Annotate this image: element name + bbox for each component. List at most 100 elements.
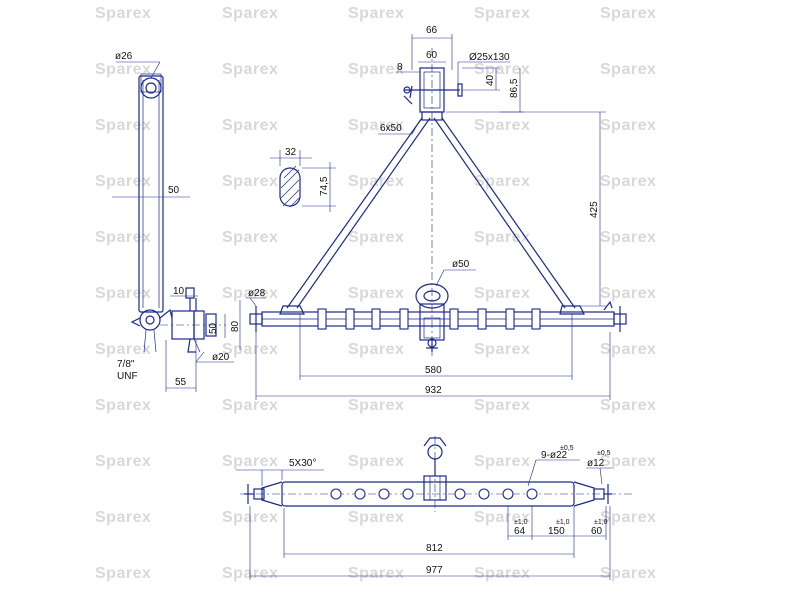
watermark-text: Sparex xyxy=(600,509,656,526)
label-h40: 40 xyxy=(485,74,496,86)
watermark-text: Sparex xyxy=(600,229,656,246)
label-h425: 425 xyxy=(589,201,600,218)
watermark-text: Sparex xyxy=(474,117,530,134)
watermark-text: Sparex xyxy=(474,5,530,22)
label-w60b: 60 xyxy=(591,526,603,537)
dim-w66: 66 xyxy=(411,25,453,70)
watermark-text: Sparex xyxy=(474,229,530,246)
cross-bar-front xyxy=(240,436,632,512)
bar-hole xyxy=(354,488,366,500)
bar-hole-boss xyxy=(531,308,541,330)
label-d20: ø20 xyxy=(212,352,230,363)
dim-h425: 425 xyxy=(446,111,606,307)
watermark-text: Sparex xyxy=(474,565,530,582)
label-6x50: 6x50 xyxy=(380,123,402,134)
label-holes: 9-ø22 xyxy=(541,450,568,461)
label-w8: 8 xyxy=(397,62,403,73)
watermark-text: Sparex xyxy=(95,397,151,414)
watermark-text: Sparex xyxy=(474,341,530,358)
dim-w580: 580 xyxy=(299,314,573,380)
dim-w977: 977 xyxy=(249,506,611,580)
label-w64: 64 xyxy=(514,526,526,537)
dim-w10: 10 xyxy=(170,286,198,297)
watermark-text: Sparex xyxy=(600,5,656,22)
watermark-text: Sparex xyxy=(600,117,656,134)
bar-hole-boss xyxy=(345,308,355,330)
watermark-text: Sparex xyxy=(95,509,151,526)
label-d12-tol: ±0,5 xyxy=(597,450,611,457)
label-tol2: ±1,0 xyxy=(556,519,570,526)
label-chamfer: 5X30° xyxy=(289,458,316,469)
label-h50b: 50 xyxy=(208,322,219,334)
label-w32: 32 xyxy=(285,147,297,158)
label-d50: ø50 xyxy=(452,259,470,270)
watermark-text: Sparex xyxy=(222,453,278,470)
label-thread-1: 7/8" xyxy=(117,359,135,370)
bar-hole-boss xyxy=(449,308,459,330)
watermark-text: Sparex xyxy=(222,397,278,414)
bar-hole xyxy=(526,488,538,500)
label-w10: 10 xyxy=(173,286,185,297)
dim-w932: 932 xyxy=(255,332,611,400)
dim-w8: 8 xyxy=(396,62,420,73)
cross-bar-holes xyxy=(317,308,541,330)
label-h865: 86,5 xyxy=(509,78,520,98)
watermark-text: Sparex xyxy=(474,509,530,526)
label-w932: 932 xyxy=(425,385,442,396)
watermark-text: Sparex xyxy=(348,5,404,22)
bar-hole-boss xyxy=(505,308,515,330)
dim-w812: 812 xyxy=(283,508,575,558)
dim-6x50: 6x50 xyxy=(378,119,421,135)
dim-w150: ±1,0 150 xyxy=(532,506,575,540)
watermark-text: Sparex xyxy=(348,285,404,302)
label-w812: 812 xyxy=(426,543,443,554)
label-h745: 74,5 xyxy=(319,176,330,196)
watermark-text: Sparex xyxy=(222,5,278,22)
watermark-text: Sparex xyxy=(222,173,278,190)
dim-w50: 50 xyxy=(112,185,190,198)
dim-w60b: ±1,0 60 xyxy=(574,506,608,540)
side-view-arm xyxy=(130,73,173,353)
dim-d20: ø20 xyxy=(195,351,234,363)
watermark-text: Sparex xyxy=(600,341,656,358)
dim-holes: 9-ø22 ±0,5 xyxy=(527,445,580,487)
label-holes-tol: ±0,5 xyxy=(560,445,574,452)
dim-h40: 40 xyxy=(462,67,500,91)
bar-hole-boss xyxy=(317,308,327,330)
watermark-text: Sparex xyxy=(95,61,151,78)
watermark-text: Sparex xyxy=(222,117,278,134)
watermark-text: Sparex xyxy=(95,565,151,582)
bar-hole xyxy=(478,488,490,500)
watermark-text: Sparex xyxy=(600,61,656,78)
watermark-text: Sparex xyxy=(222,229,278,246)
watermark-text: Sparex xyxy=(600,285,656,302)
dim-h50b: 50 xyxy=(208,314,226,338)
label-w55: 55 xyxy=(175,377,187,388)
watermark-text: Sparex xyxy=(348,341,404,358)
watermark-text: Sparex xyxy=(348,61,404,78)
watermark-text: Sparex xyxy=(600,565,656,582)
bar-hole xyxy=(378,488,390,500)
watermark-text: Sparex xyxy=(222,341,278,358)
bar-hole xyxy=(330,488,342,500)
watermark-text: Sparex xyxy=(348,117,404,134)
watermark-text: Sparex xyxy=(474,61,530,78)
dim-w60: 60 xyxy=(418,50,446,63)
label-d28: ø28 xyxy=(248,288,266,299)
label-d12: ø12 xyxy=(587,458,605,469)
label-pin: Ø25x130 xyxy=(469,52,510,63)
bar-hole xyxy=(502,488,514,500)
bar-hole-boss xyxy=(399,308,409,330)
label-h80: 80 xyxy=(230,320,241,332)
dim-d50: ø50 xyxy=(435,259,476,287)
slot-section: 32 74,5 xyxy=(270,147,336,212)
watermark-text: Sparex xyxy=(95,341,151,358)
watermark-text: Sparex xyxy=(95,5,151,22)
watermark-text: Sparex xyxy=(348,173,404,190)
watermark-text: Sparex xyxy=(95,173,151,190)
dim-w55: 55 xyxy=(165,340,197,392)
dim-h80: 80 xyxy=(230,300,241,350)
watermark-text: Sparex xyxy=(222,61,278,78)
watermark-text: Sparex xyxy=(600,397,656,414)
watermark-text: Sparex xyxy=(348,397,404,414)
